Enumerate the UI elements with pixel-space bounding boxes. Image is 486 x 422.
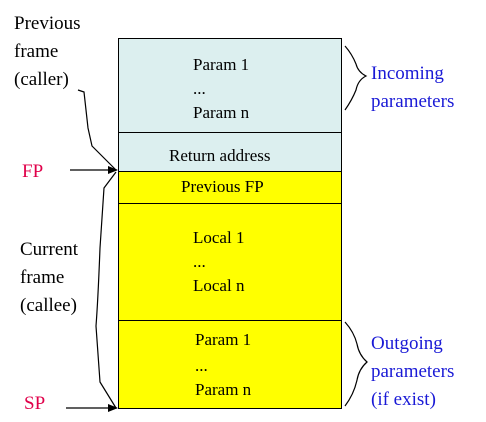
caller-bracket (77, 89, 117, 171)
incoming-line2: parameters (371, 91, 455, 112)
outgoing-line1: Outgoing (371, 333, 443, 354)
return-address-block: Return address (118, 132, 342, 172)
outgoing-line3: (if exist) (371, 389, 436, 410)
local-first: Local 1 (193, 228, 245, 247)
fp-label: FP (22, 161, 44, 182)
local-last: Local n (193, 276, 245, 295)
sp-label: SP (24, 393, 46, 414)
previous-frame-line3: (caller) (14, 69, 69, 90)
incoming-param-ellipsis: ... (193, 79, 206, 98)
outgoing-line2: parameters (371, 361, 455, 382)
callee-bracket (95, 171, 117, 409)
current-frame-line2: frame (20, 267, 65, 288)
outgoing-param-last: Param n (195, 380, 252, 399)
incoming-param-first: Param 1 (193, 55, 250, 74)
incoming-param-last: Param n (193, 103, 250, 122)
locals-block: Local 1 ... Local n (118, 203, 342, 321)
outgoing-param-ellipsis: ... (195, 356, 208, 375)
incoming-params-block: Param 1 ... Param n (118, 38, 342, 133)
current-frame-line1: Current (20, 239, 79, 260)
previous-frame-line1: Previous (14, 13, 81, 34)
incoming-brace (344, 45, 368, 111)
return-address-text: Return address (169, 146, 271, 165)
current-frame-line3: (callee) (20, 295, 77, 316)
outgoing-param-first: Param 1 (195, 330, 252, 349)
outgoing-params-block: Param 1 ... Param n (118, 320, 342, 409)
outgoing-brace (344, 321, 368, 407)
local-ellipsis: ... (193, 252, 206, 271)
incoming-line1: Incoming (371, 63, 444, 84)
previous-fp-text: Previous FP (181, 177, 264, 196)
previous-frame-line2: frame (14, 41, 59, 62)
